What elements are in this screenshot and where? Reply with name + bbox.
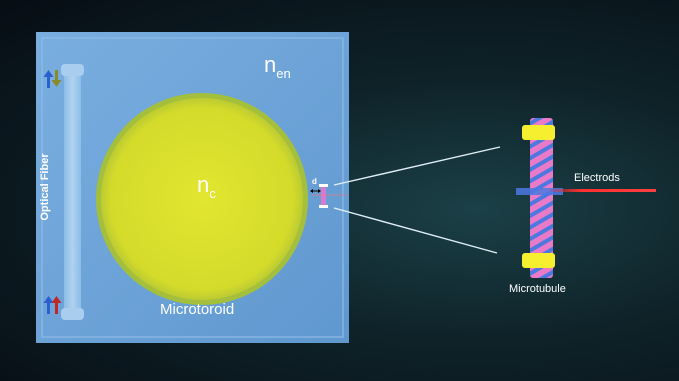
electrode-bar xyxy=(516,188,563,195)
clamp-bottom xyxy=(522,253,555,268)
small-clamp-bottom xyxy=(319,205,328,208)
electrode-beam xyxy=(550,189,656,192)
microtoroid-label: Microtoroid xyxy=(160,301,235,318)
optical-fiber xyxy=(64,64,81,320)
medium-box-inner xyxy=(41,37,344,338)
n-en-label: nen xyxy=(264,52,291,81)
electrods-label: Electrods xyxy=(574,172,620,184)
microtubule-body xyxy=(530,118,553,278)
arrow-red-up-bottom-icon xyxy=(51,296,62,314)
gap-arrow-icon xyxy=(310,189,321,193)
gap-label: d xyxy=(312,177,317,186)
fiber-cap-bottom xyxy=(61,308,84,320)
fiber-cap-top xyxy=(61,64,84,76)
arrow-blue-up-bottom-icon xyxy=(43,296,54,314)
microtoroid-disk xyxy=(101,98,303,300)
small-clamp-top xyxy=(319,184,328,187)
arrow-blue-up-top-icon xyxy=(43,70,54,88)
zoom-line-bottom xyxy=(333,207,498,254)
n-c-label: nc xyxy=(197,172,216,201)
microtubule-label: Microtubule xyxy=(509,283,566,295)
small-microtubule xyxy=(321,186,326,208)
arrow-olive-down-top-icon xyxy=(51,70,62,87)
clamp-top xyxy=(522,125,555,140)
zoom-line-top xyxy=(333,146,501,186)
optical-fiber-label: Optical Fiber xyxy=(39,153,51,221)
